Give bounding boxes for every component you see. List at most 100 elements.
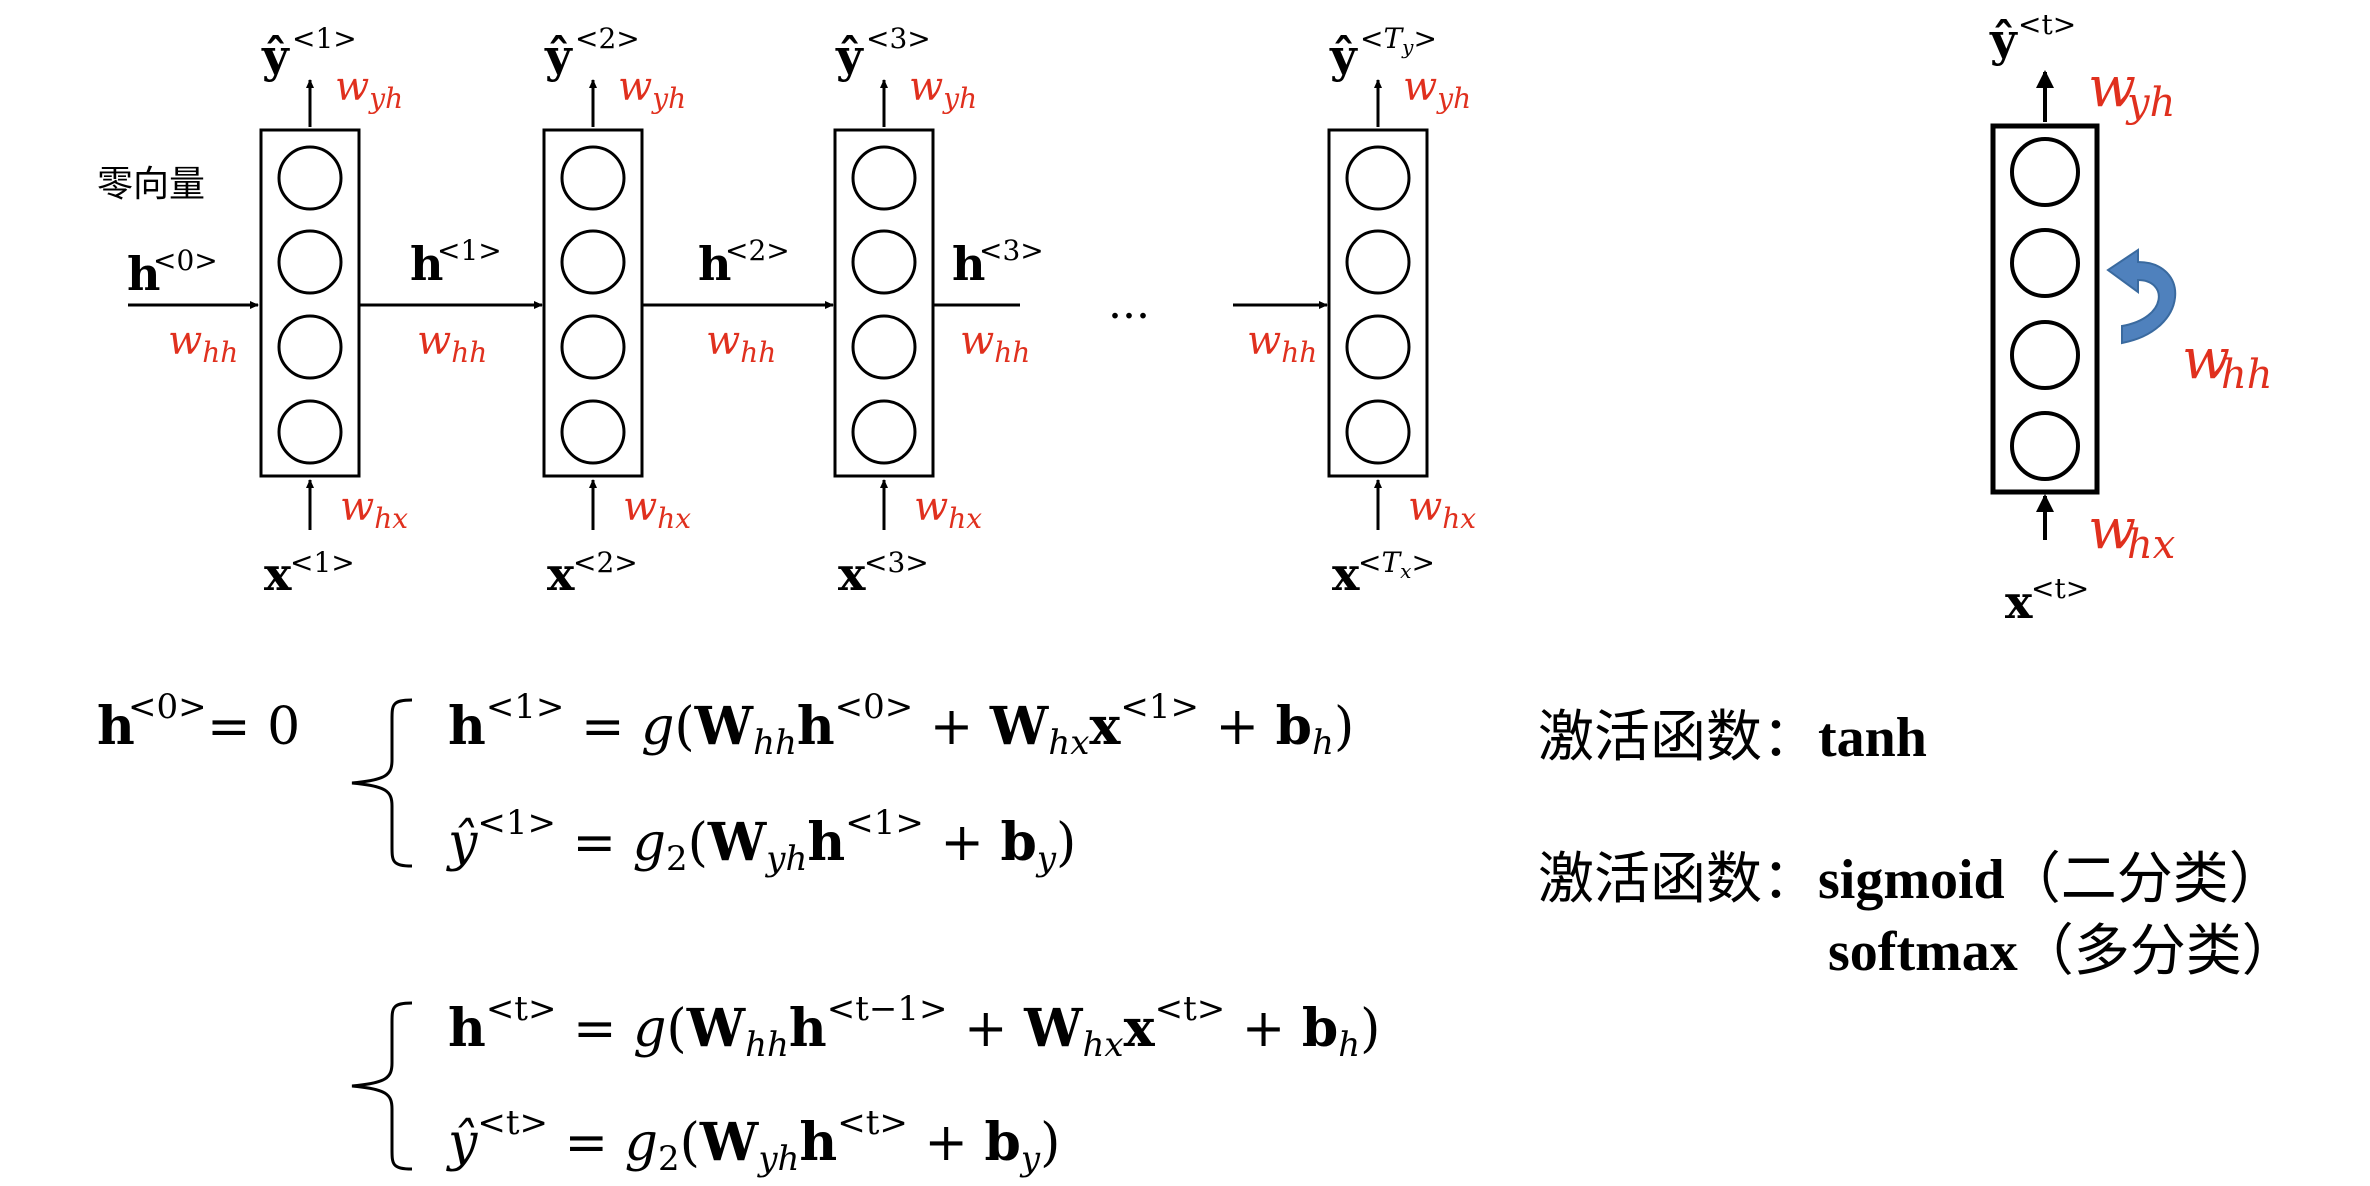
cell-box (1327, 128, 1429, 478)
activation-line-1: 激活函数：tanh (1538, 705, 1927, 770)
whh-label: whh (417, 318, 487, 369)
equation-1: h<1> = g(Whhh<0> + Whxx<1> + bh) (448, 687, 1354, 763)
equation-h0: h <0> = 0 (97, 687, 300, 757)
activation-line-2: 激活函数：sigmoid（二分类） (1538, 847, 2285, 912)
yhat-sup: <2> (575, 22, 640, 55)
whx-label: whx (1408, 484, 1476, 535)
h-label: h (952, 237, 985, 291)
svg-text:hx: hx (2127, 522, 2175, 568)
x-sup: <Tx> (1358, 546, 1435, 583)
neuron (560, 145, 626, 211)
neuron (851, 399, 917, 465)
neuron (277, 399, 343, 465)
x-label: x (547, 547, 575, 601)
x-label: x (1332, 547, 1360, 601)
svg-text:h: h (97, 696, 135, 757)
yhat-sup: <1> (292, 22, 357, 55)
whx-label: whx (914, 484, 982, 535)
x-label: x (838, 547, 866, 601)
recurrent-arrow-icon (2106, 248, 2176, 345)
yhat-label: ŷ (544, 29, 573, 83)
ellipsis: ... (1108, 278, 1150, 329)
yhat-sup: <Ty> (1360, 22, 1437, 59)
compact-whh-label: w hh (2182, 327, 2273, 398)
wyh-label: wyh (618, 64, 686, 115)
rnn-cell-T: ŷ x <Ty> <Tx> wyh whx (1327, 22, 1476, 601)
whx-label: whx (340, 484, 408, 535)
zero-vector-label: 零向量 (97, 164, 205, 205)
svg-text:<0>: <0> (153, 244, 218, 277)
neuron (851, 229, 917, 295)
h-label: h (410, 237, 443, 291)
svg-text:<0>: <0> (128, 687, 207, 727)
compact-wyh-label: w yh (2088, 55, 2175, 126)
h-sup: <3> (979, 234, 1044, 267)
h0-input-label: h <0> (127, 244, 218, 301)
neuron (277, 314, 343, 380)
h-label: h (698, 237, 731, 291)
compact-whx-label: w hx (2088, 497, 2175, 568)
h-sup: <1> (437, 234, 502, 267)
yhat-label: ŷ (835, 29, 864, 83)
svg-text:<t>: <t> (2031, 572, 2089, 605)
yhat-sup: <3> (866, 22, 931, 55)
whh-label: whh (168, 318, 238, 369)
compact-rnn-cell (1990, 70, 2176, 540)
whh-label: whh (706, 318, 776, 369)
hidden-link-h2: whh h<2> (643, 234, 834, 369)
svg-text:<t>: <t> (2018, 8, 2076, 41)
x-sup: <2> (573, 546, 638, 579)
equation-4: ŷ<t> = g2(Wyhh<t> + by) (446, 1103, 1060, 1179)
activation-line-3: softmax（多分类） (1828, 919, 2298, 984)
x-label: x (264, 547, 292, 601)
neuron (560, 399, 626, 465)
wyh-label: wyh (335, 64, 403, 115)
neuron (560, 314, 626, 380)
cell-box (542, 128, 644, 478)
neuron (1345, 314, 1411, 380)
x-sup: <3> (864, 546, 929, 579)
whh-label: whh (960, 318, 1030, 369)
hidden-link-h3: whh h<3> (933, 234, 1044, 369)
svg-text:x: x (2005, 575, 2033, 629)
hidden-link-hT: whh (1233, 301, 1328, 369)
cell-box (833, 128, 935, 478)
compact-x-label: x <t> (2005, 572, 2089, 629)
cell-box (259, 128, 361, 478)
yhat-label: ŷ (261, 29, 290, 83)
svg-text:h: h (127, 247, 160, 301)
whh-label: whh (1247, 318, 1317, 369)
svg-text:ŷ: ŷ (1989, 13, 2018, 67)
neuron (560, 229, 626, 295)
svg-text:w: w (2088, 497, 2136, 562)
wyh-label: wyh (1403, 64, 1471, 115)
equation-2: ŷ<1> = g2(Wyhh<1> + by) (446, 803, 1076, 879)
brace-2 (351, 1001, 413, 1171)
yhat-label: ŷ (1329, 29, 1358, 83)
svg-text:yh: yh (2125, 80, 2175, 126)
svg-text:w: w (2182, 327, 2230, 392)
neuron (277, 229, 343, 295)
neuron (851, 314, 917, 380)
svg-text:= 0: = 0 (207, 697, 300, 757)
hidden-link-h1: whh h<1> (359, 234, 543, 369)
neuron (1345, 399, 1411, 465)
neuron (851, 145, 917, 211)
compact-yhat-label: ŷ <t> (1989, 8, 2076, 67)
hidden-link-h0: whh (128, 301, 259, 369)
wyh-label: wyh (909, 64, 977, 115)
unrolled-rnn: ŷx<1><1>wyhwhxŷx<2><2>wyhwhxŷx<3><3>wyhw… (128, 22, 1476, 601)
neuron (1345, 145, 1411, 211)
equation-3: h<t> = g(Whhh<t−1> + Whxx<t> + bh) (448, 989, 1380, 1065)
x-sup: <1> (290, 546, 355, 579)
neuron (1345, 229, 1411, 295)
neuron (277, 145, 343, 211)
brace-1 (351, 698, 413, 868)
whx-label: whx (623, 484, 691, 535)
svg-text:hh: hh (2221, 352, 2273, 398)
svg-text:w: w (2088, 55, 2136, 120)
h-sup: <2> (725, 234, 790, 267)
